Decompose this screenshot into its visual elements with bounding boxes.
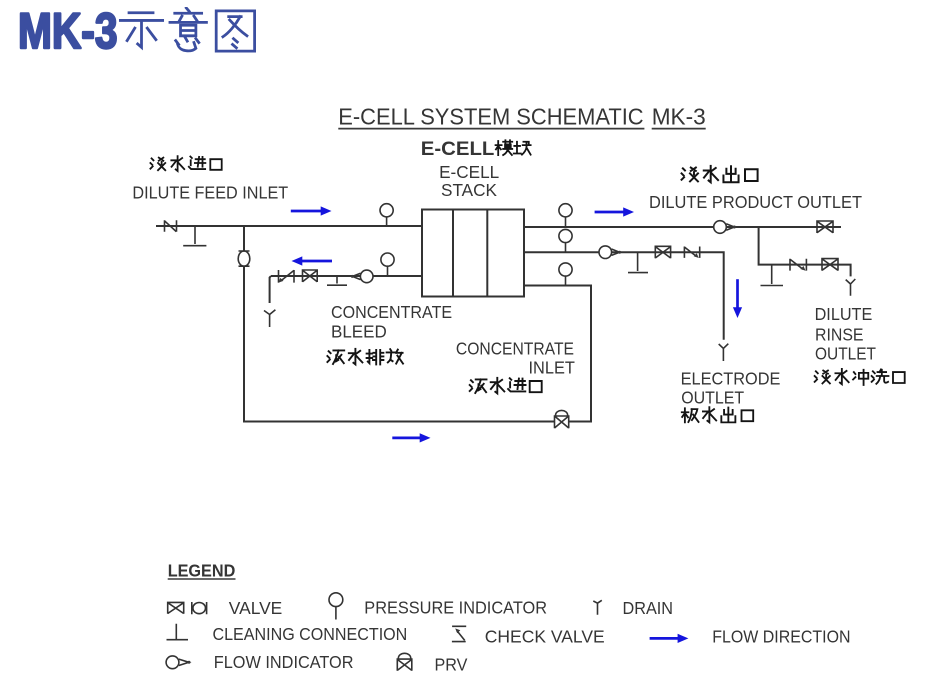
svg-text:OUTLET: OUTLET [815, 343, 876, 363]
svg-text:FLOW DIRECTION: FLOW DIRECTION [712, 626, 850, 646]
svg-text:VALVE: VALVE [229, 598, 282, 618]
svg-text:DILUTE: DILUTE [815, 304, 873, 324]
svg-text:MK-3: MK-3 [652, 104, 706, 130]
svg-text:STACK: STACK [441, 180, 497, 200]
svg-text:BLEED: BLEED [331, 322, 387, 342]
svg-text:E-CELL: E-CELL [439, 162, 499, 182]
svg-text:OUTLET: OUTLET [681, 387, 744, 407]
svg-text:PRV: PRV [435, 655, 468, 675]
svg-text:PRESSURE INDICATOR: PRESSURE INDICATOR [364, 598, 547, 618]
svg-text:CONCENTRATE: CONCENTRATE [331, 302, 452, 322]
svg-text:E-CELL SYSTEM SCHEMATIC: E-CELL SYSTEM SCHEMATIC [338, 104, 643, 130]
svg-text:CONCENTRATE: CONCENTRATE [456, 338, 574, 358]
svg-text:DRAIN: DRAIN [623, 598, 674, 618]
svg-text:MK-3: MK-3 [18, 3, 118, 59]
svg-text:LEGEND: LEGEND [168, 561, 236, 581]
svg-text:ELECTRODE: ELECTRODE [681, 369, 781, 389]
svg-text:E-CELL: E-CELL [421, 138, 495, 160]
svg-text:CLEANING CONNECTION: CLEANING CONNECTION [213, 624, 408, 644]
svg-text:INLET: INLET [529, 357, 576, 377]
svg-text:DILUTE PRODUCT OUTLET: DILUTE PRODUCT OUTLET [649, 192, 862, 212]
svg-text:DILUTE FEED INLET: DILUTE FEED INLET [132, 183, 288, 203]
svg-text:CHECK VALVE: CHECK VALVE [485, 626, 605, 646]
svg-text:FLOW INDICATOR: FLOW INDICATOR [214, 652, 354, 672]
svg-text:RINSE: RINSE [815, 324, 864, 344]
